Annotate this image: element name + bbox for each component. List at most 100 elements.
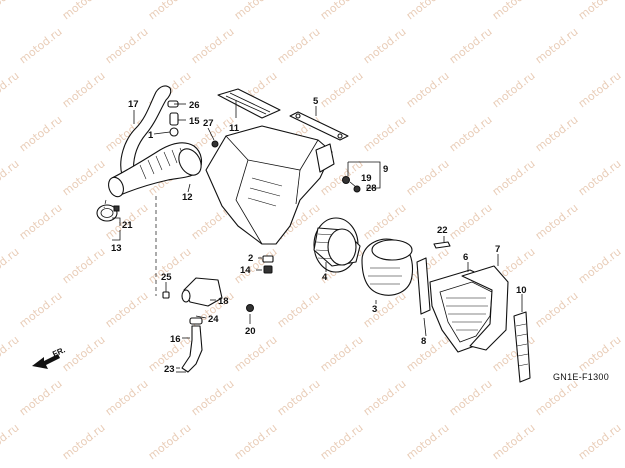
- watermark-text: motod.ru: [404, 69, 452, 110]
- callout-24: 24: [208, 314, 219, 325]
- watermark-text: motod.ru: [189, 25, 237, 66]
- callout-18: 18: [218, 296, 229, 307]
- callout-8: 8: [421, 336, 426, 347]
- watermark-text: motod.ru: [0, 69, 22, 110]
- watermark-text: motod.ru: [232, 333, 280, 374]
- cover-plate: [217, 88, 281, 119]
- watermark-text: motod.ru: [533, 377, 581, 418]
- watermark-text: motod.ru: [60, 157, 108, 198]
- watermark-text: motod.ru: [232, 421, 280, 462]
- watermark-text: motod.ru: [533, 25, 581, 66]
- filter-cover: [461, 265, 509, 351]
- callout-3: 3: [372, 304, 377, 315]
- watermark-text: motod.ru: [404, 333, 452, 374]
- watermark-text: motod.ru: [0, 333, 22, 374]
- watermark-text: motod.ru: [576, 69, 624, 110]
- watermark-text: motod.ru: [275, 25, 323, 66]
- watermark-text: motod.ru: [361, 377, 409, 418]
- callout-1: 1: [148, 130, 154, 141]
- watermark-text: motod.ru: [447, 25, 495, 66]
- watermark-text: motod.ru: [447, 377, 495, 418]
- hose-clamp: [96, 204, 120, 222]
- strap: [513, 311, 531, 383]
- watermark-text: motod.ru: [146, 0, 194, 22]
- watermark-text: motod.ru: [447, 201, 495, 242]
- watermark-text: motod.ru: [533, 289, 581, 330]
- watermark-text: motod.ru: [490, 69, 538, 110]
- watermark-text: motod.ru: [404, 157, 452, 198]
- watermark-text: motod.ru: [0, 421, 22, 462]
- callout-6: 6: [463, 252, 468, 263]
- watermark-text: motod.ru: [576, 245, 624, 286]
- watermark-text: motod.ru: [17, 113, 65, 154]
- callout-27: 27: [203, 118, 214, 129]
- callout-7: 7: [495, 244, 500, 255]
- callout-13: 13: [111, 243, 122, 254]
- watermark-text: motod.ru: [576, 0, 624, 22]
- front-arrow-icon: [32, 354, 60, 369]
- foam-element: [361, 238, 414, 296]
- callout-22: 22: [437, 225, 448, 236]
- callout-16: 16: [170, 334, 181, 345]
- mounting-bracket: [289, 111, 349, 141]
- watermark-text: motod.ru: [0, 0, 22, 22]
- callout-14: 14: [240, 265, 251, 276]
- watermark-text: motod.ru: [533, 201, 581, 242]
- watermark-text: motod.ru: [318, 421, 366, 462]
- watermark-text: motod.ru: [404, 421, 452, 462]
- callout-26: 26: [189, 100, 200, 111]
- watermark-text: motod.ru: [17, 289, 65, 330]
- watermark-text: motod.ru: [17, 377, 65, 418]
- callout-19: 19: [361, 173, 372, 184]
- watermark-text: motod.ru: [318, 69, 366, 110]
- callout-9: 9: [383, 164, 388, 175]
- watermark-text: motod.ru: [17, 25, 65, 66]
- watermark-text: motod.ru: [60, 333, 108, 374]
- watermark-text: motod.ru: [576, 421, 624, 462]
- watermark-text: motod.ru: [60, 245, 108, 286]
- callout-labels: 17 26 15 1 27 11 5 9 19 28 12 21 13 2 14…: [111, 96, 527, 375]
- air-cleaner-housing: [205, 125, 335, 245]
- watermark-text: motod.ru: [60, 69, 108, 110]
- watermark-text: motod.ru: [17, 201, 65, 242]
- plug-25: [162, 291, 170, 299]
- watermark-text: motod.ru: [103, 377, 151, 418]
- watermark-text: motod.ru: [60, 0, 108, 22]
- small-hose-fittings: [167, 100, 179, 137]
- clip-8-pin-22: [416, 241, 451, 315]
- watermark-text: motod.ru: [318, 0, 366, 22]
- watermark-text: motod.ru: [0, 157, 22, 198]
- watermark-text: motod.ru: [576, 333, 624, 374]
- callout-11: 11: [229, 123, 240, 134]
- watermark-text: motod.ru: [576, 157, 624, 198]
- bolt-27: [211, 140, 219, 148]
- watermark-text: motod.ru: [146, 421, 194, 462]
- callout-2: 2: [248, 253, 253, 264]
- callout-21: 21: [122, 220, 133, 231]
- watermark-text: motod.ru: [0, 245, 22, 286]
- callout-17: 17: [128, 99, 139, 110]
- diagram-code: GN1E-F1300: [553, 372, 609, 382]
- watermark-text: motod.ru: [60, 421, 108, 462]
- callout-20: 20: [245, 326, 256, 337]
- callout-12: 12: [182, 192, 193, 203]
- watermark-text: motod.ru: [232, 0, 280, 22]
- bolt-20: [246, 304, 254, 312]
- callout-10: 10: [516, 285, 527, 296]
- watermark-text: motod.ru: [318, 333, 366, 374]
- watermark-text: motod.ru: [103, 289, 151, 330]
- watermark-text: motod.ru: [490, 0, 538, 22]
- intake-duct: [108, 142, 203, 198]
- watermark-text: motod.ru: [490, 421, 538, 462]
- clip-2-14: [262, 255, 274, 274]
- watermark-text: motod.ru: [447, 113, 495, 154]
- front-label: FR.: [51, 345, 66, 358]
- breather-tube: [120, 85, 172, 177]
- watermark-text: motod.ru: [361, 113, 409, 154]
- leader-lines: [103, 100, 523, 369]
- bolts-19-28: [342, 176, 361, 193]
- watermark-text: motod.ru: [103, 25, 151, 66]
- watermark-text: motod.ru: [232, 245, 280, 286]
- watermark-text: motod.ru: [361, 201, 409, 242]
